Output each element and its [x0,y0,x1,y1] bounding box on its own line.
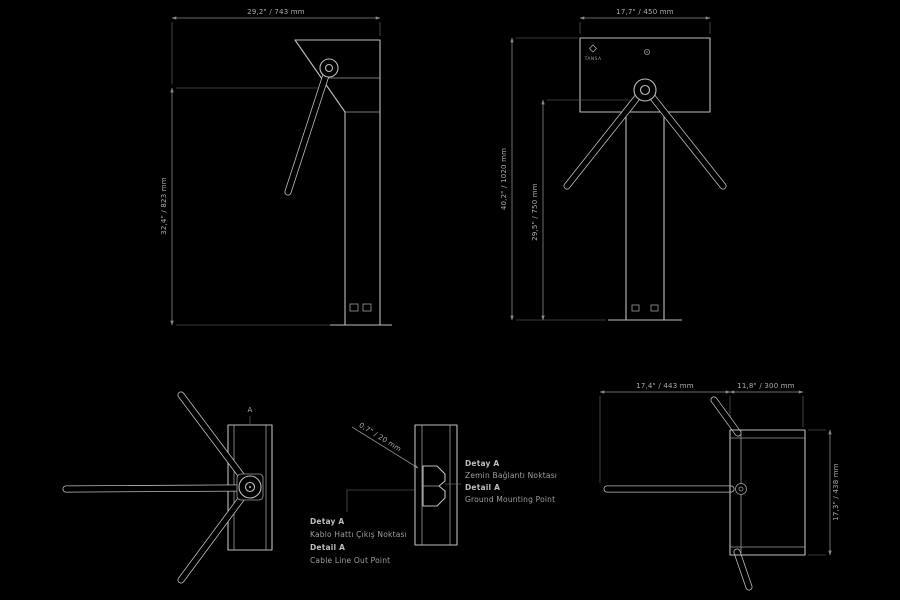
hub-inner-circle [639,84,651,96]
plan-view: 17,4" / 443 mm 11,8" / 300 mm 17,3" / 43… [599,382,840,591]
anchor-mark [362,303,372,312]
tripod-arm-down-core [178,492,247,583]
dimension-line-plate [351,426,419,469]
dimension-label-overall-height: 40,2" / 1020 mm [500,148,508,210]
section-label: A [248,406,253,414]
dimension-label-body-width: 17,3" / 438 mm [832,463,840,521]
column-body [625,111,665,321]
cable-note-line-2: Kablo Hattı Çıkış Noktası [310,530,407,539]
hub-inner-circle [244,481,256,493]
brand-logo-icon [588,44,598,53]
tripod-arm-left-core [564,91,643,189]
brand-logo-text: TANSA [584,56,602,62]
dimension-label-arm-length: 17,4" / 443 mm [636,382,694,390]
tripod-arm-lower-core [734,549,752,590]
indicator-icon [644,49,651,56]
hub-center-dot [249,486,251,488]
detail-view: 0,7" / 20 mm Detay A Zemin Bağlantı Nokt… [310,421,557,565]
cable-note-line-3: Detail A [310,543,345,552]
tripod-arm-left-core [63,485,240,492]
column-profile [414,424,458,546]
dimension-label-plate: 0,7" / 20 mm [357,421,402,453]
housing-outline [294,39,381,326]
indicator-dot [646,51,648,53]
tripod-arm-up-core [178,392,247,482]
hub-inner-circle [324,63,334,73]
ground-note-line-1: Detay A [465,459,499,468]
hub-inner-circle [738,486,744,492]
dimension-label-arm-height: 29,5" / 750 mm [531,183,539,241]
ground-note-line-2: Zemin Bağlantı Noktası [465,471,557,480]
anchor-mark [631,304,640,312]
hub-outer-circle [633,78,657,102]
body-plan-outline [729,429,806,556]
top-view: A [62,391,273,584]
cable-note-line-4: Cable Line Out Point [310,556,390,565]
anchor-mark [349,303,359,312]
ground-note-line-3: Detail A [465,483,500,492]
tripod-arm-core [285,69,330,195]
dimension-label-side-height: 32,4" / 823 mm [160,177,168,235]
dimension-label-body-depth: 11,8" / 300 mm [737,382,795,390]
dimension-label-side-width: 29,2" / 743 mm [247,8,305,16]
anchor-mark [650,304,659,312]
hub-outer-circle [319,58,339,78]
ground-note-line-4: Ground Mounting Point [465,495,555,504]
hub-outer-circle [735,483,747,495]
side-view: 29,2" / 743 mm 32,4" / 823 mm [160,8,392,326]
mounting-bracket [422,465,446,507]
tripod-arm-right-core [647,91,726,189]
cable-note-line-1: Detay A [310,517,344,526]
tripod-arm-upper-core [711,397,741,436]
leader-line-cable [346,489,415,512]
dimension-label-front-width: 17,7" / 450 mm [616,8,674,16]
front-view: 17,7" / 450 mm TANSA 40,2" / 1020 mm 29,… [500,8,727,321]
